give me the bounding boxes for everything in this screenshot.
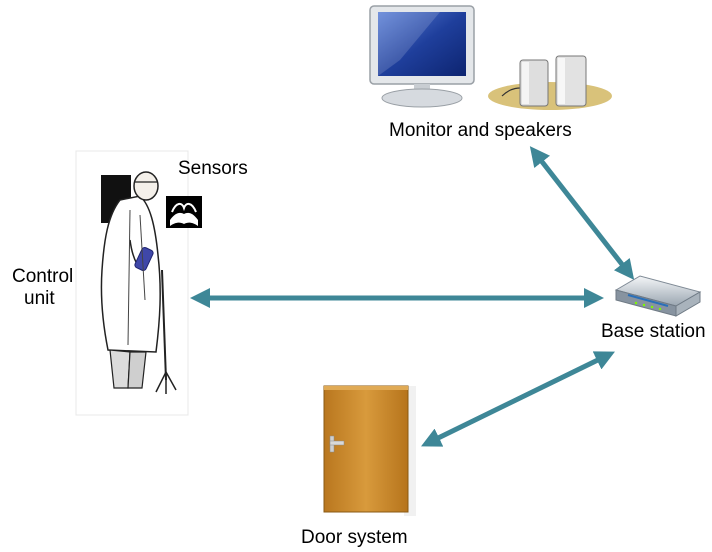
speakers-icon [488, 55, 612, 110]
sensor-book-icon [166, 196, 202, 228]
arrow-monitor-to-base [529, 146, 635, 280]
sensors-label: Sensors [178, 158, 248, 179]
control-unit-label: Control unit [12, 266, 73, 310]
arrow-door-to-base [421, 351, 615, 447]
control-unit-label-line1: Control [12, 266, 74, 287]
door-icon [323, 385, 416, 516]
door-system-label: Door system [301, 527, 408, 548]
router-icon [614, 275, 702, 317]
base-station-label: Base station [601, 321, 706, 342]
monitor-and-speakers-label: Monitor and speakers [389, 120, 572, 141]
control-unit-image [75, 150, 189, 416]
crt-monitor-icon [369, 5, 475, 108]
control-unit-label-line2: unit [24, 287, 55, 309]
